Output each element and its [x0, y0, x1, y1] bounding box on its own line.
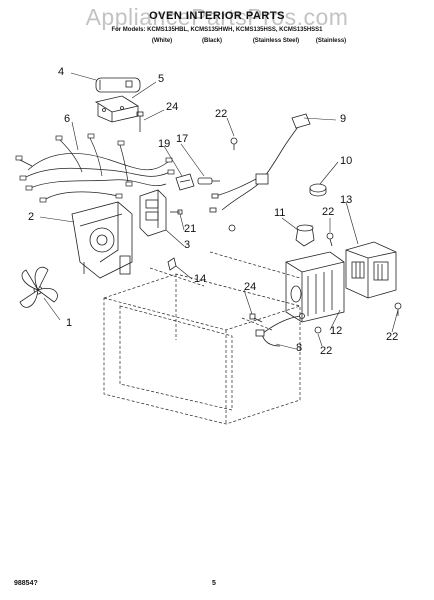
- wire-harness-part: [15, 133, 175, 203]
- callout-label: 14: [194, 273, 207, 285]
- variant-white: (White): [151, 38, 173, 44]
- callout-label: 13: [340, 194, 353, 206]
- callout-label: 3: [184, 239, 191, 251]
- fuse-part: [197, 177, 220, 185]
- document-number: 98854?: [14, 580, 38, 587]
- callout-label: 22: [322, 206, 335, 218]
- callout-label: 6: [64, 113, 71, 125]
- callout-label: 22: [386, 331, 399, 343]
- variant-stainless-steel: (Stainless Steel): [252, 38, 300, 44]
- capacitor-part: [95, 77, 141, 93]
- transformer-part: [345, 241, 397, 299]
- page-title: OVEN INTERIOR PARTS: [149, 10, 285, 22]
- fan-blade-part: [19, 266, 58, 308]
- callout-label: 19: [158, 138, 171, 150]
- thermal-cutout-part: [309, 183, 327, 197]
- callout-label: 4: [58, 66, 65, 78]
- page-number: 5: [212, 580, 216, 587]
- fan-motor-bracket-part: [71, 201, 133, 279]
- callout-label: 10: [340, 155, 353, 167]
- screw-24-lower-part: [249, 313, 263, 323]
- leader-lines: [39, 72, 399, 350]
- watermark-text: AppliancePartsPros.com: [85, 4, 349, 30]
- oven-cavity-outline: [103, 251, 301, 425]
- callout-label: 8: [296, 342, 303, 354]
- callout-label: 12: [330, 325, 343, 337]
- screw-21-part: [170, 209, 183, 215]
- switch-bracket-part: [139, 189, 167, 237]
- callout-label: 24: [244, 281, 257, 293]
- callout-label: 1: [66, 317, 73, 329]
- callout-label: 22: [320, 345, 333, 357]
- variant-stainless: (Stainless): [315, 38, 347, 44]
- callout-label: 11: [274, 207, 286, 219]
- thermal-protector-part: [175, 173, 195, 191]
- screw-22-top-part: [230, 137, 238, 150]
- callout-label: 5: [158, 73, 165, 85]
- model-list: For Models: KCMS135HBL, KCMS135HWH, KCMS…: [111, 27, 323, 33]
- wire-lead-part: [255, 313, 305, 347]
- capacitor-bracket-part: [94, 95, 140, 123]
- callout-label: 9: [340, 113, 347, 125]
- callout-label: 17: [176, 133, 189, 145]
- cord-assembly-part: [209, 113, 311, 232]
- screw-part: [136, 111, 144, 132]
- clip-part: [167, 257, 177, 271]
- screw-22-right-part: [326, 232, 334, 247]
- variant-black: (Black): [201, 38, 222, 44]
- callout-label: 21: [184, 223, 197, 235]
- callout-label: 22: [215, 108, 228, 120]
- waveguide-part: [285, 251, 345, 323]
- magnetron-part: [295, 224, 315, 247]
- callout-label: 24: [166, 101, 179, 113]
- callout-label: 2: [28, 211, 35, 223]
